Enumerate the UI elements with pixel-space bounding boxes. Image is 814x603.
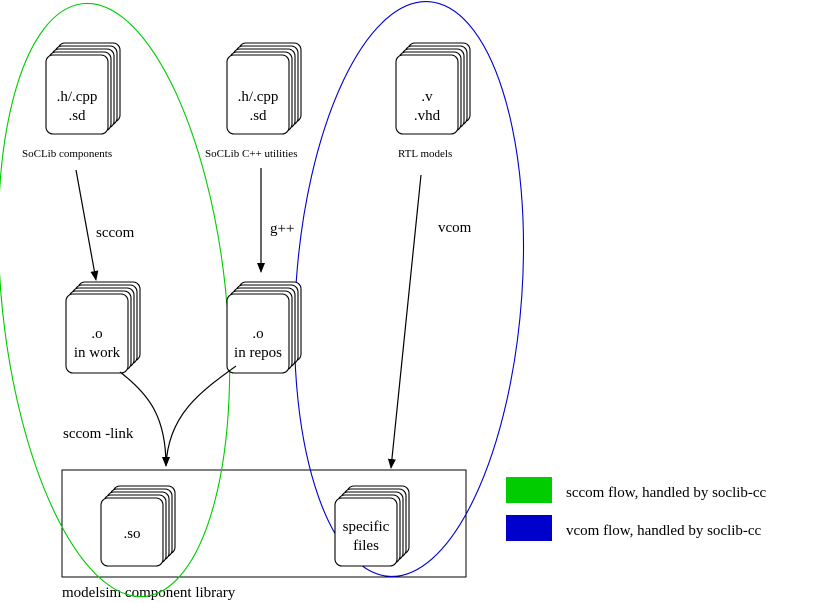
o-work-stack: .o in work bbox=[65, 281, 141, 374]
o-work-loc: in work bbox=[74, 345, 121, 361]
o-repos-stack-card-0 bbox=[226, 293, 290, 374]
soclib-utilities-ext: .h/.cpp bbox=[238, 89, 279, 105]
soclib-components-stack-card-0 bbox=[45, 54, 109, 135]
o-repos-stack: .o in repos bbox=[226, 281, 302, 374]
legend-vcom-swatch bbox=[506, 515, 552, 541]
o-work-ext: .o bbox=[91, 326, 102, 342]
sccom-arrow bbox=[75, 169, 99, 281]
rtl-models-stack-card-0 bbox=[395, 54, 459, 135]
legend-sccom-swatch bbox=[506, 477, 552, 503]
link-arrow-from-work bbox=[119, 371, 170, 467]
soclib-utilities-sd: .sd bbox=[249, 108, 267, 124]
soclib-utilities-stack: .h/.cpp .sd bbox=[226, 42, 302, 135]
soclib-components-stack: .h/.cpp .sd bbox=[45, 42, 121, 135]
so-ext: .so bbox=[123, 526, 140, 542]
specific-files-line2: files bbox=[353, 538, 379, 554]
library-box bbox=[61, 469, 467, 578]
rtl-models-v: .v bbox=[421, 89, 433, 105]
gpp-label: g++ bbox=[270, 221, 294, 237]
soclib-components-caption: SoCLib components bbox=[22, 148, 112, 160]
link-arrow-from-repos bbox=[165, 365, 237, 467]
sccom-flow-ellipse bbox=[0, 2, 231, 598]
legend-vcom-label: vcom flow, handled by soclib-cc bbox=[566, 523, 762, 539]
specific-files-line1: specific bbox=[343, 519, 390, 535]
soclib-components-ext: .h/.cpp bbox=[57, 89, 98, 105]
vcom-arrow bbox=[387, 174, 422, 469]
vcom-flow-ellipse bbox=[293, 1, 525, 577]
vcom-label: vcom bbox=[438, 220, 472, 236]
legend-sccom-label: sccom flow, handled by soclib-cc bbox=[566, 485, 767, 501]
rtl-models-vhd: .vhd bbox=[414, 108, 441, 124]
soclib-components-sd: .sd bbox=[68, 108, 86, 124]
soclib-utilities-stack-card-0 bbox=[226, 54, 290, 135]
so-stack: .so bbox=[100, 485, 176, 567]
o-repos-loc: in repos bbox=[234, 345, 282, 361]
o-work-stack-card-0 bbox=[65, 293, 129, 374]
o-repos-ext: .o bbox=[252, 326, 263, 342]
link-label: sccom -link bbox=[63, 426, 134, 442]
rtl-models-caption: RTL models bbox=[398, 148, 452, 160]
specific-files-stack-card-0 bbox=[334, 497, 398, 567]
library-label: modelsim component library bbox=[62, 585, 236, 601]
so-stack-card-0 bbox=[100, 497, 164, 567]
specific-files-stack: specific files bbox=[334, 485, 410, 567]
sccom-label: sccom bbox=[96, 225, 135, 241]
rtl-models-stack: .v .vhd bbox=[395, 42, 471, 135]
soclib-utilities-caption: SoCLib C++ utilities bbox=[205, 148, 297, 160]
